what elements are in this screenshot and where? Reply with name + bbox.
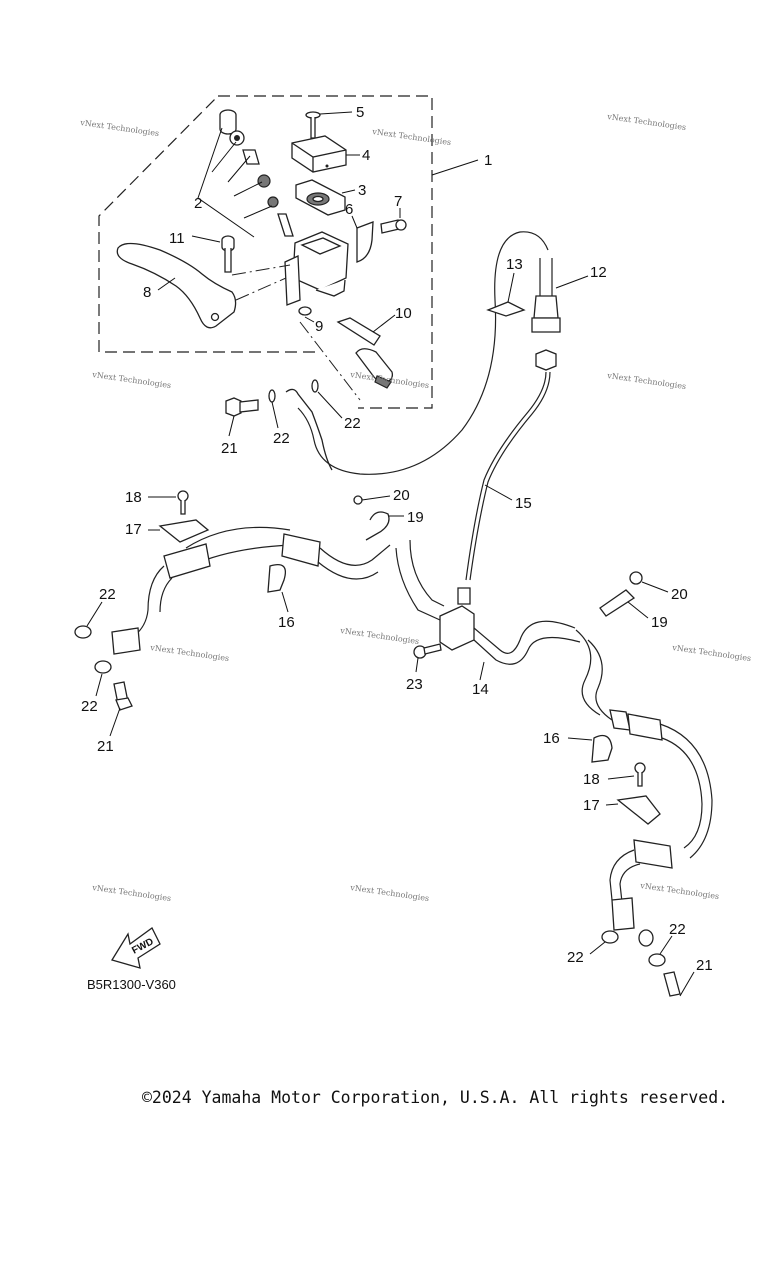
callout-23: 23 — [406, 676, 423, 693]
left-hose-run — [111, 526, 391, 655]
callout-6: 6 — [345, 201, 353, 218]
callout-10: 10 — [395, 305, 412, 322]
callout-22-left-b: 22 — [81, 698, 98, 715]
part-14-brake-hose — [395, 539, 713, 947]
part-5-screw — [305, 111, 353, 139]
part-7-bolt — [380, 208, 407, 234]
callout-18-right: 18 — [583, 771, 600, 788]
watermark: vNext Technologies — [79, 118, 160, 138]
diagram-code: B5R1300-V360 — [87, 977, 176, 992]
watermark: vNext Technologies — [149, 643, 230, 663]
callout-9: 9 — [315, 318, 323, 335]
watermark: vNext Technologies — [606, 371, 687, 391]
callout-22-upper-b: 22 — [344, 415, 361, 432]
callout-22-left-a: 22 — [99, 586, 116, 603]
parts-diagram: FWD 1 2 3 4 5 6 7 8 9 10 11 12 13 14 15 … — [74, 95, 752, 997]
master-cylinder-body — [284, 231, 349, 306]
part-2-piston-kit — [197, 109, 294, 238]
watermark: vNext Technologies — [639, 881, 720, 901]
part-17-bracket-left — [148, 519, 210, 543]
part-16-clamp-right — [567, 734, 613, 763]
part-18-bolt-left — [148, 490, 189, 515]
callout-20-right: 20 — [671, 586, 688, 603]
part-6-holder — [351, 215, 374, 263]
part-8-lever — [116, 242, 287, 329]
watermark: vNext Technologies — [339, 626, 420, 646]
part-9-washer — [298, 306, 315, 323]
assembly-boundary — [98, 95, 433, 409]
callout-19-mid: 19 — [407, 509, 424, 526]
part-23-bolt — [413, 643, 442, 673]
callout-7: 7 — [394, 193, 402, 210]
callout-19-right: 19 — [651, 614, 668, 631]
copyright-notice: ©2024 Yamaha Motor Corporation, U.S.A. A… — [142, 1088, 729, 1107]
callout-16-left: 16 — [278, 614, 295, 631]
callout-11: 11 — [169, 230, 185, 247]
watermark: vNext Technologies — [349, 883, 430, 903]
callout-17-left: 17 — [125, 521, 142, 538]
part-19-20-right — [599, 571, 669, 619]
callout-22-right-b: 22 — [669, 921, 686, 938]
callout-21-upper: 21 — [221, 440, 238, 457]
callout-21-left: 21 — [97, 738, 114, 755]
watermark: vNext Technologies — [91, 883, 172, 903]
watermark: vNext Technologies — [371, 127, 452, 147]
part-10-switch — [299, 314, 396, 401]
callout-3: 3 — [358, 182, 366, 199]
watermark: vNext Technologies — [91, 370, 172, 390]
upper-banjo-group — [225, 231, 549, 475]
callout-2: 2 — [194, 195, 202, 212]
forward-arrow-icon: FWD — [110, 927, 161, 969]
part-17-bracket-right — [605, 795, 661, 825]
watermark: vNext Technologies — [606, 112, 687, 132]
callout-12: 12 — [590, 264, 607, 281]
callout-4: 4 — [362, 147, 370, 164]
part-12-hose — [531, 258, 589, 333]
callout-17-right: 17 — [583, 797, 600, 814]
callout-18-left: 18 — [125, 489, 142, 506]
callout-13: 13 — [506, 256, 523, 273]
watermark: vNext Technologies — [671, 643, 752, 663]
part-3-diaphragm — [295, 179, 356, 216]
part-20-bolt-mid — [353, 495, 391, 505]
part-18-bolt-right — [607, 762, 646, 787]
part-16-clamp-left — [267, 563, 289, 613]
part-13-clip — [486, 272, 526, 317]
part-4-cap — [291, 135, 360, 173]
callout-14: 14 — [472, 681, 489, 698]
callout-5: 5 — [356, 104, 364, 121]
left-lower-fasteners — [74, 601, 133, 737]
callout-1: 1 — [484, 152, 492, 169]
callout-20-mid: 20 — [393, 487, 410, 504]
callout-21-right: 21 — [696, 957, 713, 974]
callout-22-right-a: 22 — [567, 949, 584, 966]
leader-1 — [431, 159, 479, 176]
right-lower-fasteners — [589, 930, 695, 997]
callout-16-right: 16 — [543, 730, 560, 747]
callout-22-upper-a: 22 — [273, 430, 290, 447]
callout-8: 8 — [143, 284, 151, 301]
part-11-pivot-bolt — [191, 235, 291, 276]
callout-15: 15 — [515, 495, 532, 512]
part-19-clip-mid — [365, 511, 404, 541]
part-15-brake-pipe — [457, 349, 557, 605]
